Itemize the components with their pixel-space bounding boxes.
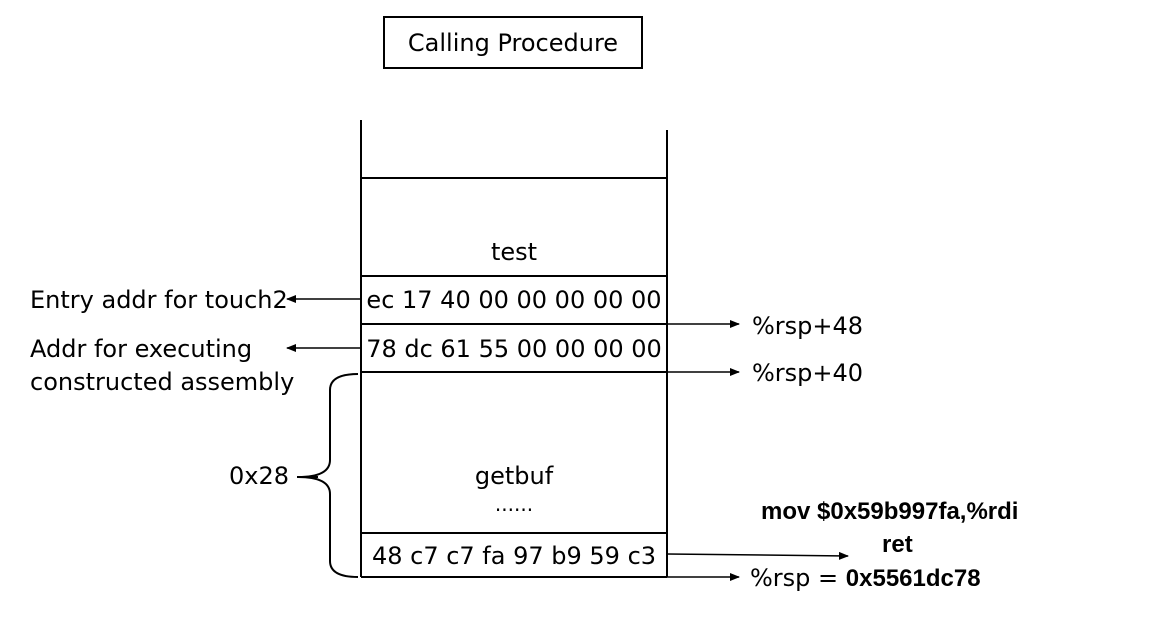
slot-touch2-bytes: ec 17 40 00 00 00 00 00 <box>366 286 662 314</box>
rsp-prefix: %rsp = <box>750 564 846 592</box>
getbuf-frame-label: getbuf <box>474 462 554 490</box>
getbuf-ellipsis: ...... <box>494 492 534 516</box>
size-brace <box>297 373 359 578</box>
rsp-label: %rsp = 0x5561dc78 <box>750 566 981 591</box>
entry-touch2-label: Entry addr for touch2 <box>30 286 288 314</box>
asm-line-2: ret <box>882 531 913 558</box>
diagram-title: Calling Procedure <box>407 28 619 57</box>
test-frame-label: test <box>490 238 538 266</box>
title-box: Calling Procedure <box>383 16 643 69</box>
rsp-value: 0x5561dc78 <box>845 565 981 592</box>
addr-exec-label-line1: Addr for executing <box>30 335 253 363</box>
rsp-40-label: %rsp+40 <box>752 359 864 387</box>
slot-retaddr-bytes: 78 dc 61 55 00 00 00 00 <box>366 335 662 363</box>
addr-exec-label-line2: constructed assembly <box>30 368 295 396</box>
asm-line-1: mov $0x59b997fa,%rdi <box>761 498 1019 525</box>
rsp-48-label: %rsp+48 <box>752 312 864 340</box>
size-label: 0x28 <box>229 462 290 490</box>
slot-code-bytes: 48 c7 c7 fa 97 b9 59 c3 <box>371 542 657 570</box>
arrow-code-to-asm <box>666 551 849 560</box>
